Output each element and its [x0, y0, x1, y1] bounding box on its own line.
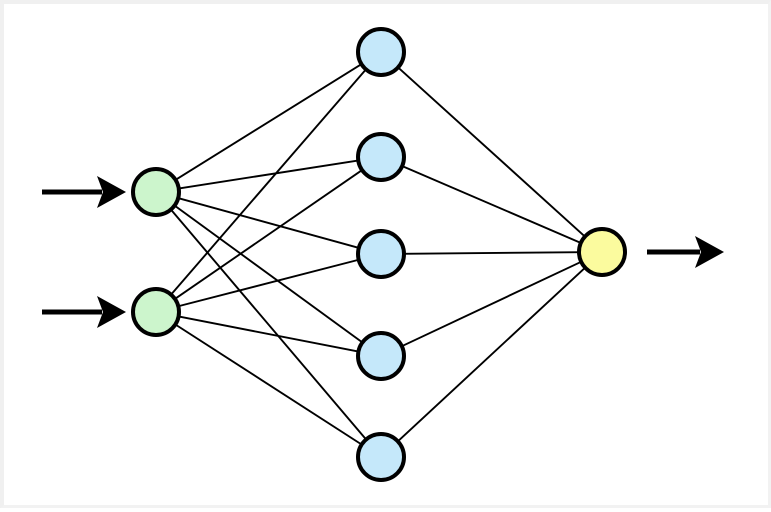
edge-i2-h2 [172, 168, 365, 301]
input-node-1[interactable] [131, 167, 181, 217]
hidden-node-2[interactable] [356, 132, 406, 182]
input-layer [131, 167, 181, 337]
edge-h4-o1 [399, 260, 584, 348]
nodes-group [131, 27, 627, 482]
input-arrow-1 [42, 176, 126, 208]
output-arrow-1 [647, 236, 724, 268]
edge-h1-o1 [395, 65, 588, 239]
edge-i2-h1 [169, 67, 368, 297]
hidden-node-4[interactable] [356, 331, 406, 381]
output-layer [577, 227, 627, 277]
hidden-node-1[interactable] [356, 27, 406, 77]
edge-i2-h5 [173, 322, 364, 447]
io-arrows-group [42, 176, 724, 328]
edge-h5-o1 [395, 265, 588, 444]
edge-h2-o1 [399, 164, 584, 245]
hidden-node-5[interactable] [356, 432, 406, 482]
input-node-2[interactable] [131, 287, 181, 337]
edge-i1-h5 [168, 207, 369, 442]
edge-i2-h3 [176, 258, 361, 308]
hidden-node-3[interactable] [356, 229, 406, 279]
input-arrow-2 [42, 296, 126, 328]
edge-i1-h3 [175, 196, 362, 250]
input-arrow-1-head-icon [97, 176, 126, 208]
edge-i1-h4 [172, 203, 365, 345]
output-node-1[interactable] [577, 227, 627, 277]
edge-i1-h2 [176, 159, 361, 190]
edge-h3-o1 [401, 251, 582, 255]
output-arrow-1-head-icon [695, 236, 724, 268]
edge-i2-h4 [176, 315, 361, 353]
edge-i1-h1 [173, 62, 364, 182]
hidden-layer [356, 27, 406, 482]
input-arrow-2-head-icon [97, 296, 126, 328]
neural-network-svg [42, 27, 724, 482]
edges-group [168, 62, 588, 447]
